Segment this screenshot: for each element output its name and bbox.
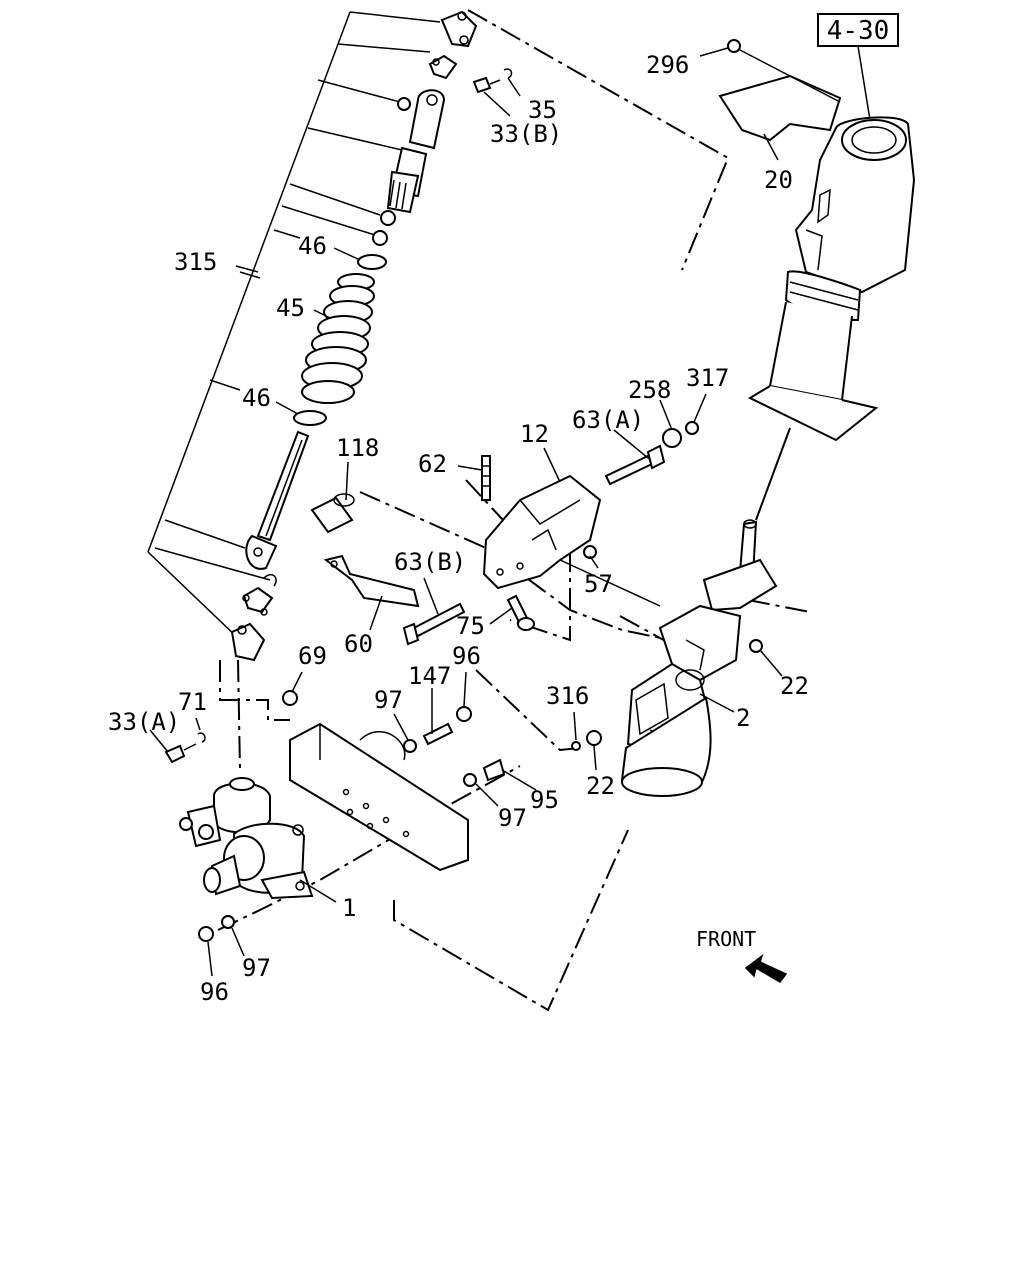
bolt-63a[interactable] (604, 444, 666, 486)
slip-yoke[interactable] (397, 89, 446, 150)
nut-96-lower[interactable] (198, 926, 214, 942)
reference-box[interactable]: 4-30 (817, 13, 899, 47)
clip-35[interactable] (503, 68, 513, 79)
clip-71[interactable] (197, 732, 206, 743)
upper-spider[interactable] (428, 54, 458, 80)
spline-shaft[interactable] (386, 146, 428, 214)
callout-35: 35 (528, 96, 557, 124)
callout-22-lower: 22 (586, 772, 615, 800)
callout-2: 2 (736, 704, 750, 732)
callout-258: 258 (628, 376, 671, 404)
callout-315: 315 (174, 248, 217, 276)
bolt-33a[interactable] (164, 743, 197, 764)
callout-57: 57 (584, 570, 613, 598)
frame-rail[interactable] (289, 722, 469, 872)
front-label: FRONT (696, 927, 756, 951)
callout-20: 20 (764, 166, 793, 194)
stud-62[interactable] (481, 455, 491, 501)
callout-118: 118 (336, 434, 379, 462)
nut-96-upper[interactable] (456, 706, 472, 722)
lower-clip[interactable] (263, 574, 277, 587)
bolt-33b[interactable] (472, 76, 501, 94)
callout-316: 316 (546, 682, 589, 710)
washer-97-lower[interactable] (221, 915, 235, 929)
clamp-46-upper[interactable] (357, 254, 387, 270)
reference-box-label: 4-30 (827, 16, 890, 46)
callout-60: 60 (344, 630, 373, 658)
steering-column-2[interactable] (620, 519, 778, 797)
bolt-95[interactable] (482, 758, 506, 782)
cover-part-20[interactable] (718, 74, 842, 142)
callout-45: 45 (276, 294, 305, 322)
frame-leaders (154, 43, 431, 581)
callout-labels: 296 35 33(B) 20 315 46 45 46 118 62 12 6… (108, 51, 809, 1006)
column-cover[interactable] (747, 116, 916, 442)
nut-57[interactable] (583, 545, 597, 559)
lever-60[interactable] (323, 554, 420, 608)
callout-22-right: 22 (780, 672, 809, 700)
bolt-75[interactable] (506, 594, 535, 631)
bolt-22-right[interactable] (749, 639, 763, 653)
lower-yoke[interactable] (230, 622, 266, 662)
bolt-147[interactable] (422, 722, 454, 746)
callout-33a: 33(A) (108, 708, 180, 736)
callout-62: 62 (418, 450, 447, 478)
callout-69: 69 (298, 642, 327, 670)
spacer-118[interactable] (310, 493, 355, 534)
washer-317[interactable] (685, 421, 699, 435)
callout-75: 75 (456, 612, 485, 640)
washer-97-upper[interactable] (403, 739, 417, 753)
front-arrow-icon (744, 953, 788, 983)
callout-12: 12 (520, 420, 549, 448)
bracket-12[interactable] (482, 474, 661, 607)
nut-upper[interactable] (372, 210, 396, 246)
washer-22-lower[interactable] (586, 730, 602, 746)
intermediate-shaft[interactable] (245, 430, 310, 570)
nut-258[interactable] (662, 428, 682, 448)
nut-69[interactable] (282, 690, 298, 706)
callout-46-upper: 46 (298, 232, 327, 260)
callout-71: 71 (178, 688, 207, 716)
callout-97-upper: 97 (374, 686, 403, 714)
callout-96-upper: 96 (452, 642, 481, 670)
callout-95: 95 (530, 786, 559, 814)
bolt-63b[interactable] (402, 602, 466, 646)
gear-box-1[interactable] (179, 777, 314, 900)
callout-147: 147 (408, 662, 451, 690)
callout-296: 296 (646, 51, 689, 79)
callout-46-lower: 46 (242, 384, 271, 412)
upper-yoke[interactable] (440, 10, 478, 48)
callout-33b: 33(B) (490, 120, 562, 148)
callout-63b: 63(B) (394, 548, 466, 576)
callout-97-right: 97 (498, 804, 527, 832)
callout-1: 1 (342, 894, 356, 922)
pin-316[interactable] (571, 741, 581, 751)
callout-97-lower: 97 (242, 954, 271, 982)
boot-45[interactable] (301, 273, 375, 404)
shaft-group-frame (147, 11, 441, 641)
clamp-46-lower[interactable] (293, 410, 327, 426)
washer-97-right[interactable] (463, 773, 477, 787)
callout-317: 317 (686, 364, 729, 392)
callout-96-lower: 96 (200, 978, 229, 1006)
bolt-296[interactable] (727, 39, 841, 103)
callout-leaders (149, 47, 783, 977)
callout-63a: 63(A) (572, 406, 644, 434)
lower-spider[interactable] (242, 586, 274, 616)
